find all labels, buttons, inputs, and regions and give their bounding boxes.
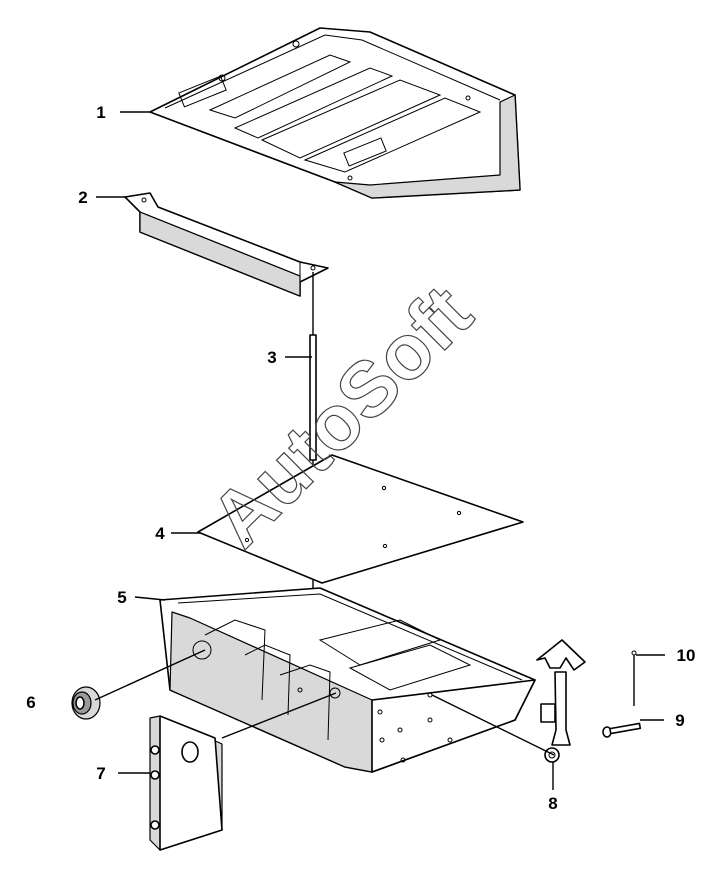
callout-8: 8 (548, 794, 557, 813)
base-plate (197, 454, 524, 584)
top-cover (149, 27, 521, 199)
clevis-pin (602, 722, 642, 738)
grommet (71, 686, 101, 720)
callout-3: 3 (267, 348, 276, 367)
callout-2: 2 (78, 188, 87, 207)
oil-pan (159, 587, 536, 773)
mounting-bracket (124, 192, 329, 297)
callout-6: 6 (26, 693, 35, 712)
callout-7: 7 (96, 764, 105, 783)
callout-10: 10 (677, 646, 696, 665)
callout-1: 1 (96, 103, 105, 122)
cotter-pin (631, 650, 637, 706)
end-plate (149, 715, 223, 851)
latch-handle (536, 639, 586, 763)
callout-4: 4 (155, 524, 165, 543)
callout-5: 5 (117, 588, 126, 607)
callout-9: 9 (675, 711, 684, 730)
